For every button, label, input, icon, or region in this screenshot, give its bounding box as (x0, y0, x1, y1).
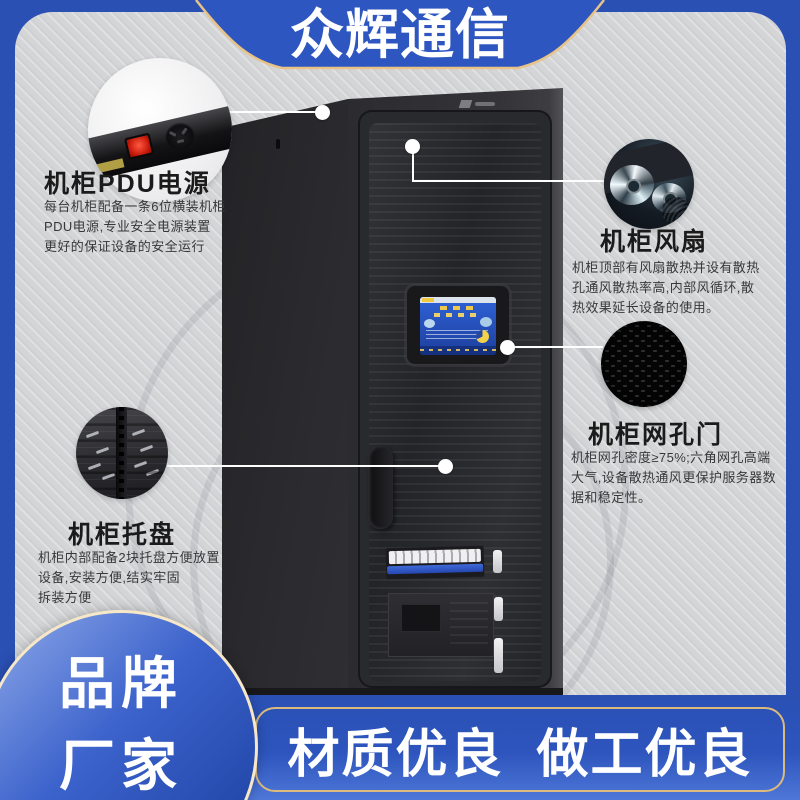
cabinet-touchscreen (420, 297, 496, 355)
rack-rail (116, 407, 127, 499)
screen-pie-gauge (476, 330, 489, 343)
desc-line: 每台机柜配备一条6位横装机柜 (44, 199, 226, 214)
brand-badge: 品牌 厂家 (0, 610, 258, 800)
server-unit (388, 593, 494, 657)
mesh-door-photo (601, 321, 687, 407)
door-handle (368, 446, 393, 529)
server-display-panel (401, 604, 441, 632)
socket-slot (168, 130, 177, 137)
quality-banner: 材质优良 做工优良 (255, 707, 785, 792)
desc-line: 热效果延长设备的使用。 (572, 300, 720, 315)
door-hinge-highlight-3 (494, 638, 503, 673)
callout-dot-tray (438, 459, 453, 474)
desc-line: 机柜网孔密度≥75%;六角网孔高端 (571, 450, 771, 465)
tray-photo (76, 407, 168, 499)
brand-title: 众辉通信 (290, 5, 510, 65)
logo-mark-icon (458, 100, 473, 108)
callout-line-fan-horizontal (412, 180, 604, 182)
feature-desc-tray: 机柜内部配备2块托盘方便放置 设备,安装方便,结实牢固 拆装方便 (38, 548, 220, 608)
feature-title-tray: 机柜托盘 (68, 521, 177, 549)
feature-title-mesh: 机柜网孔门 (588, 421, 724, 449)
logo-word-mark (475, 102, 495, 106)
pdu-red-switch (123, 132, 155, 160)
patch-panel (385, 545, 485, 580)
socket-slot (176, 139, 185, 144)
callout-line-pdu (228, 111, 323, 113)
brand-badge-line-1: 品牌 (59, 652, 183, 715)
desc-line: 大气,设备散热通风更保护服务器数 (571, 470, 777, 485)
cabinet-side-panel (222, 99, 348, 697)
patch-panel-ports (388, 548, 481, 565)
callout-dot-fan (405, 139, 420, 154)
callout-line-mesh (507, 346, 603, 348)
feature-title-pdu: 机柜PDU电源 (44, 170, 211, 198)
callout-line-tray (167, 465, 446, 467)
desc-line: 设备,安装方便,结实牢固 (38, 570, 181, 585)
callout-dot-pdu (315, 105, 330, 120)
quality-banner-text: 材质优良 做工优良 (287, 726, 753, 784)
socket-slot (181, 127, 188, 135)
patch-panel-blue-stripe (387, 563, 484, 575)
callout-line-fan-vertical (412, 146, 414, 182)
fan-photo (604, 139, 694, 229)
door-hinge-highlight-1 (493, 550, 502, 573)
desc-line: 更好的保证设备的安全运行 (44, 239, 205, 254)
cabinet-brand-logo (458, 100, 496, 109)
door-hinge-highlight-2 (494, 597, 503, 621)
desc-line: 孔通风散热率高,内部风循环,散 (572, 280, 755, 295)
fan-grille-icon (662, 197, 690, 225)
screen-network-diagram-row (434, 313, 482, 317)
screen-status-bar (420, 346, 496, 355)
server-vent-lines (450, 602, 488, 646)
cabinet-glass-door (369, 123, 541, 681)
desc-line: 机柜内部配备2块托盘方便放置 (38, 550, 220, 565)
desc-line: 机柜顶部有风扇散热并设有散热 (572, 260, 760, 275)
pdu-socket (162, 119, 198, 154)
feature-desc-mesh: 机柜网孔密度≥75%;六角网孔高端 大气,设备散热通风更保护服务器数 据和稳定性… (571, 448, 776, 508)
brand-badge-line-2: 厂家 (59, 734, 183, 797)
screen-cloud-left-icon (424, 319, 435, 328)
cabinet-edge-highlight (549, 88, 563, 697)
cabinet-plinth (222, 688, 563, 697)
feature-title-fan: 机柜风扇 (600, 228, 709, 256)
desc-line: 据和稳定性。 (571, 490, 652, 505)
screen-network-diagram (440, 306, 478, 310)
screen-text-rows (426, 330, 488, 339)
header-ribbon (195, 0, 605, 70)
cabinet-keyhole (276, 139, 280, 149)
screen-cloud-right-icon (480, 317, 492, 327)
feature-desc-fan: 机柜顶部有风扇散热并设有散热 孔通风散热率高,内部风循环,散 热效果延长设备的使… (572, 258, 760, 318)
desc-line: PDU电源,专业安全电源装置 (44, 219, 211, 234)
screen-titlebar (420, 297, 496, 303)
desc-line: 拆装方便 (38, 590, 92, 605)
screen-titlebar-chip (422, 298, 434, 302)
pdu-photo (88, 58, 232, 202)
callout-dot-mesh (500, 340, 515, 355)
feature-desc-pdu: 每台机柜配备一条6位横装机柜 PDU电源,专业安全电源装置 更好的保证设备的安全… (44, 197, 226, 257)
